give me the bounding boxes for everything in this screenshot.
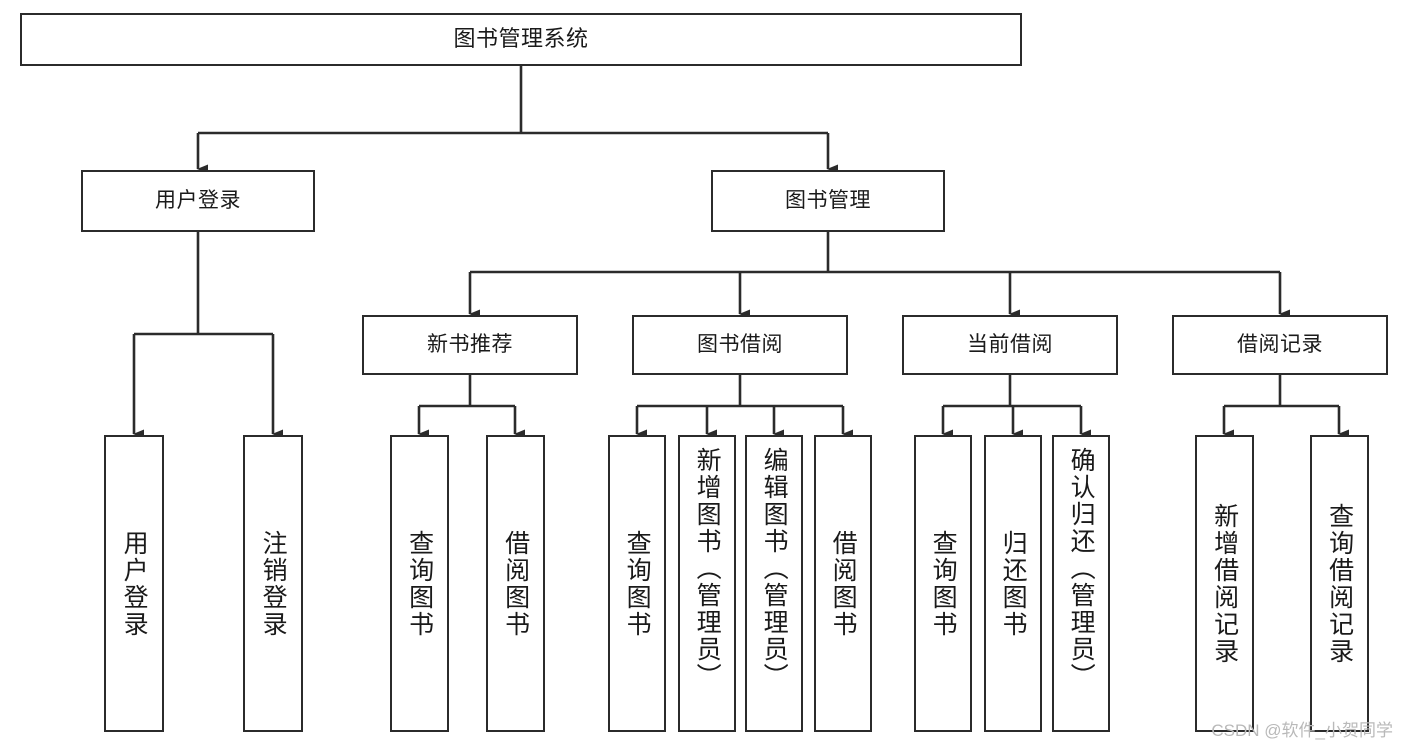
node-label: 用户登录	[155, 189, 241, 213]
watermark-text: CSDN @软件_小贺同学	[1211, 721, 1393, 740]
node-label: 查询图书	[929, 529, 958, 638]
node-label: 查询借阅记录	[1325, 502, 1354, 665]
node-leaf-logout[interactable]: 注销登录	[243, 435, 303, 732]
node-label: 新增图书（管理员）	[693, 447, 722, 690]
node-label: 归还图书	[999, 529, 1028, 638]
node-leaf-borrow-book-1[interactable]: 借阅图书	[486, 435, 545, 732]
node-leaf-return-book[interactable]: 归还图书	[984, 435, 1042, 732]
node-leaf-user-login[interactable]: 用户登录	[104, 435, 164, 732]
node-current-borrow[interactable]: 当前借阅	[902, 315, 1118, 375]
node-label: 借阅记录	[1237, 333, 1323, 357]
node-borrow-record[interactable]: 借阅记录	[1172, 315, 1388, 375]
node-leaf-query-book-1[interactable]: 查询图书	[390, 435, 449, 732]
node-leaf-query-book-3[interactable]: 查询图书	[914, 435, 972, 732]
node-leaf-add-record[interactable]: 新增借阅记录	[1195, 435, 1254, 732]
node-label: 注销登录	[259, 529, 288, 638]
node-root[interactable]: 图书管理系统	[20, 13, 1022, 66]
node-leaf-confirm-return[interactable]: 确认归还（管理员）	[1052, 435, 1110, 732]
node-book-borrow[interactable]: 图书借阅	[632, 315, 848, 375]
node-leaf-query-book-2[interactable]: 查询图书	[608, 435, 666, 732]
node-label: 当前借阅	[967, 333, 1053, 357]
node-label: 新书推荐	[427, 333, 513, 357]
node-book-manage[interactable]: 图书管理	[711, 170, 945, 232]
node-new-book-rec[interactable]: 新书推荐	[362, 315, 578, 375]
node-label: 图书管理	[785, 189, 871, 213]
node-user-login[interactable]: 用户登录	[81, 170, 315, 232]
node-leaf-borrow-book-2[interactable]: 借阅图书	[814, 435, 872, 732]
node-label: 借阅图书	[829, 529, 858, 638]
node-label: 查询图书	[405, 529, 434, 638]
node-label: 查询图书	[623, 529, 652, 638]
node-label: 图书借阅	[697, 333, 783, 357]
node-label: 图书管理系统	[453, 26, 589, 52]
node-label: 编辑图书（管理员）	[760, 447, 789, 690]
node-leaf-edit-book[interactable]: 编辑图书（管理员）	[745, 435, 803, 732]
node-leaf-query-record[interactable]: 查询借阅记录	[1310, 435, 1369, 732]
node-leaf-add-book[interactable]: 新增图书（管理员）	[678, 435, 736, 732]
node-label: 用户登录	[120, 529, 149, 638]
node-label: 新增借阅记录	[1210, 502, 1239, 665]
node-label: 借阅图书	[501, 529, 530, 638]
node-label: 确认归还（管理员）	[1067, 447, 1096, 690]
